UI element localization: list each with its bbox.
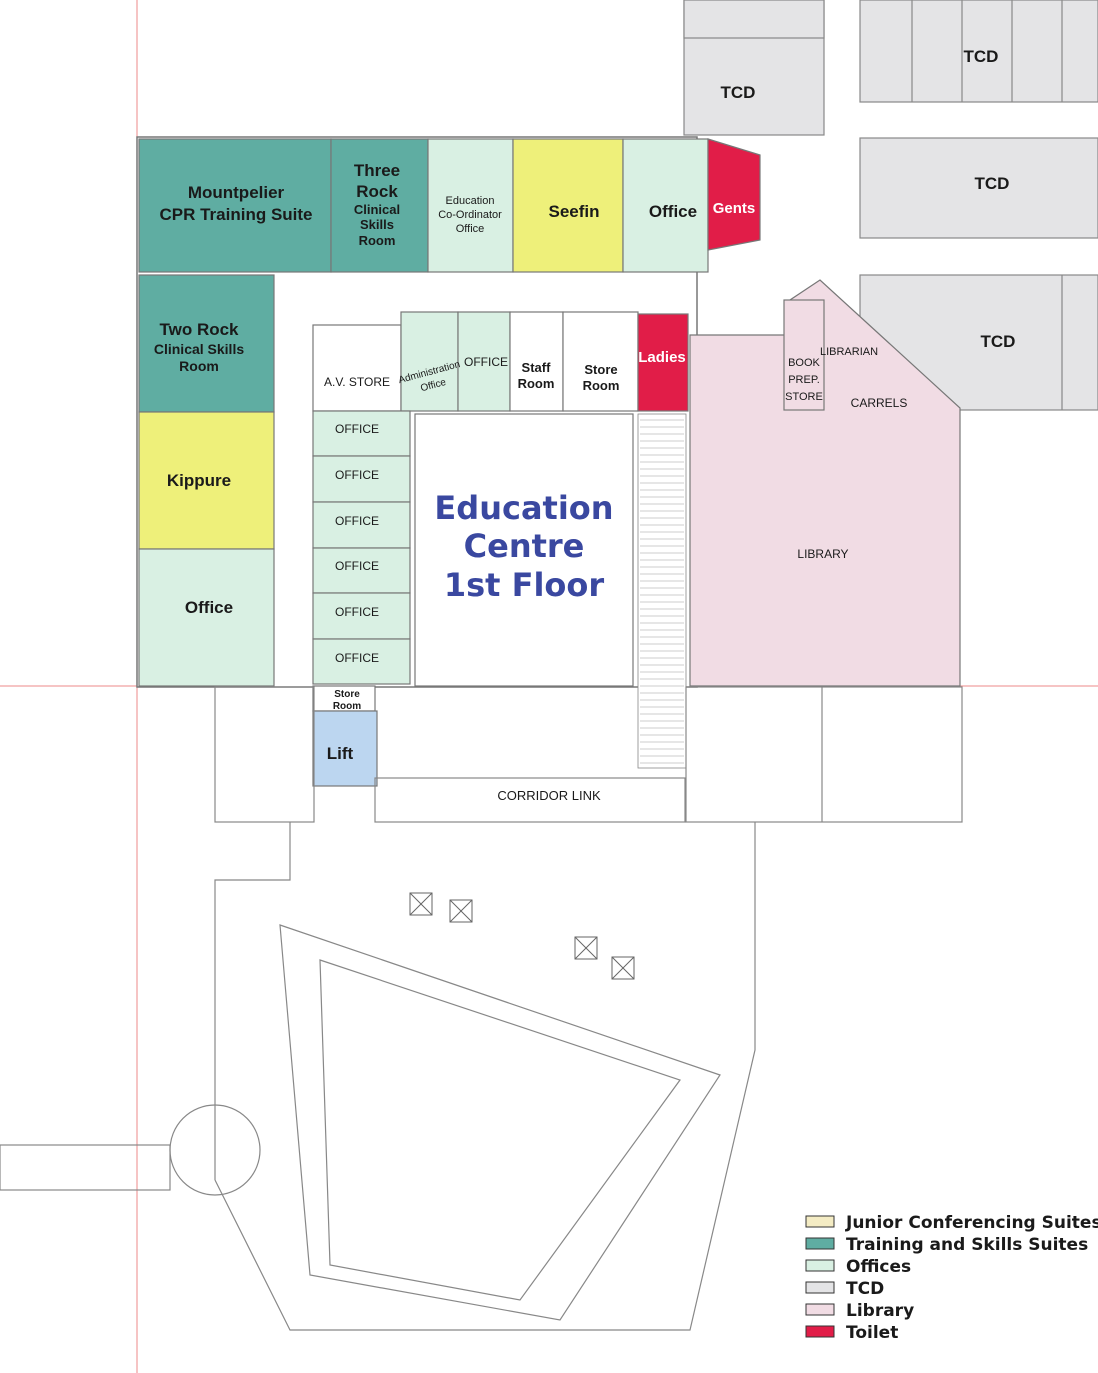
label-store-room-1: Store	[584, 362, 617, 377]
legend-swatch	[805, 1259, 835, 1272]
label-staff-room-1: Staff	[522, 360, 552, 375]
tcd-area	[683, 0, 1098, 411]
label-edu-coord-3: Office	[456, 223, 485, 235]
label-gents: Gents	[713, 200, 756, 217]
room-office-col-3[interactable]	[312, 501, 411, 549]
legend-swatch	[805, 1325, 835, 1338]
legend-swatch	[805, 1303, 835, 1316]
label-office-col-6: OFFICE	[335, 651, 379, 665]
label-three-rock-4: Skills	[360, 217, 394, 232]
label-kippure: Kippure	[167, 471, 231, 490]
room-office-col-1[interactable]	[312, 410, 411, 457]
label-office-col-1: OFFICE	[335, 422, 379, 436]
room-staff-room[interactable]	[509, 311, 564, 412]
label-tcd-3: TCD	[975, 174, 1010, 193]
label-carrels: CARRELS	[851, 396, 908, 410]
legend-swatch	[805, 1237, 835, 1250]
label-staff-room-2: Room	[518, 376, 555, 391]
legend-swatch	[805, 1281, 835, 1294]
label-three-rock-1: Three	[354, 161, 400, 180]
legend-label: Offices	[846, 1257, 911, 1277]
legend-label: TCD	[846, 1279, 884, 1299]
label-office-top: Office	[649, 202, 697, 221]
label-tcd-2: TCD	[964, 47, 999, 66]
room-av-store[interactable]	[312, 324, 402, 412]
room-office-col-2[interactable]	[312, 455, 411, 503]
legend-label: Library	[846, 1301, 914, 1321]
label-ladies: Ladies	[638, 349, 686, 366]
label-two-rock-2: Clinical Skills	[154, 341, 244, 357]
label-library: LIBRARY	[797, 547, 848, 561]
label-tcd-1: TCD	[721, 83, 756, 102]
label-office-col-2: OFFICE	[335, 468, 379, 482]
legend-swatch	[805, 1215, 835, 1228]
room-mountpelier[interactable]	[138, 138, 332, 273]
label-book-prep-2: PREP.	[788, 374, 820, 386]
legend-label: Toilet	[846, 1323, 898, 1343]
room-book-prep-store[interactable]	[783, 299, 825, 411]
room-seefin[interactable]	[512, 138, 624, 273]
room-office-col-6[interactable]	[312, 638, 411, 685]
label-office-left: Office	[185, 598, 233, 617]
room-kippure[interactable]	[138, 411, 275, 550]
room-gents[interactable]	[707, 138, 761, 251]
room-office-top[interactable]	[622, 138, 709, 273]
label-lift: Lift	[327, 744, 354, 763]
label-book-prep-3: STORE	[785, 391, 823, 403]
label-tcd-4: TCD	[981, 332, 1016, 351]
room-office-small[interactable]	[457, 311, 511, 412]
room-education-coordinator[interactable]	[427, 138, 514, 273]
label-mountpelier-2: CPR Training Suite	[159, 205, 312, 224]
label-book-prep-1: BOOK	[788, 357, 820, 369]
education-centre-hall	[414, 413, 634, 687]
label-store-small-2: Room	[333, 701, 361, 712]
label-av-store: A.V. STORE	[324, 375, 390, 389]
stairs-center	[637, 413, 687, 769]
title-line-3: 1st Floor	[444, 566, 605, 604]
label-mountpelier-1: Mountpelier	[188, 183, 285, 202]
label-three-rock-2: Rock	[356, 182, 398, 201]
label-edu-coord-2: Co-Ordinator	[438, 209, 502, 221]
label-office-col-4: OFFICE	[335, 559, 379, 573]
label-three-rock-5: Room	[359, 233, 396, 248]
label-corridor-link: CORRIDOR LINK	[497, 788, 601, 803]
label-two-rock-3: Room	[179, 358, 219, 374]
room-ladies[interactable]	[637, 313, 689, 412]
room-store-small[interactable]	[312, 685, 376, 712]
room-office-left[interactable]	[138, 548, 275, 687]
label-edu-coord-1: Education	[446, 195, 495, 207]
label-store-room-2: Room	[583, 378, 620, 393]
lift[interactable]	[312, 710, 378, 787]
legend-label: Junior Conferencing Suites	[845, 1213, 1098, 1233]
room-office-col-4[interactable]	[312, 547, 411, 594]
label-store-small-1: Store	[334, 689, 360, 700]
label-office-small: OFFICE	[464, 355, 508, 369]
vent-boxes	[409, 892, 635, 980]
lower-outline	[0, 686, 963, 1331]
label-seefin: Seefin	[548, 202, 599, 221]
room-two-rock[interactable]	[138, 274, 275, 413]
label-three-rock-3: Clinical	[354, 202, 400, 217]
label-two-rock-1: Two Rock	[159, 320, 239, 339]
label-office-col-5: OFFICE	[335, 605, 379, 619]
label-office-col-3: OFFICE	[335, 514, 379, 528]
title-line-1: Education	[434, 489, 613, 527]
title-line-2: Centre	[464, 527, 585, 565]
label-librarian: LIBRARIAN	[820, 346, 878, 358]
legend-label: Training and Skills Suites	[846, 1235, 1088, 1255]
room-store-room[interactable]	[562, 311, 639, 412]
